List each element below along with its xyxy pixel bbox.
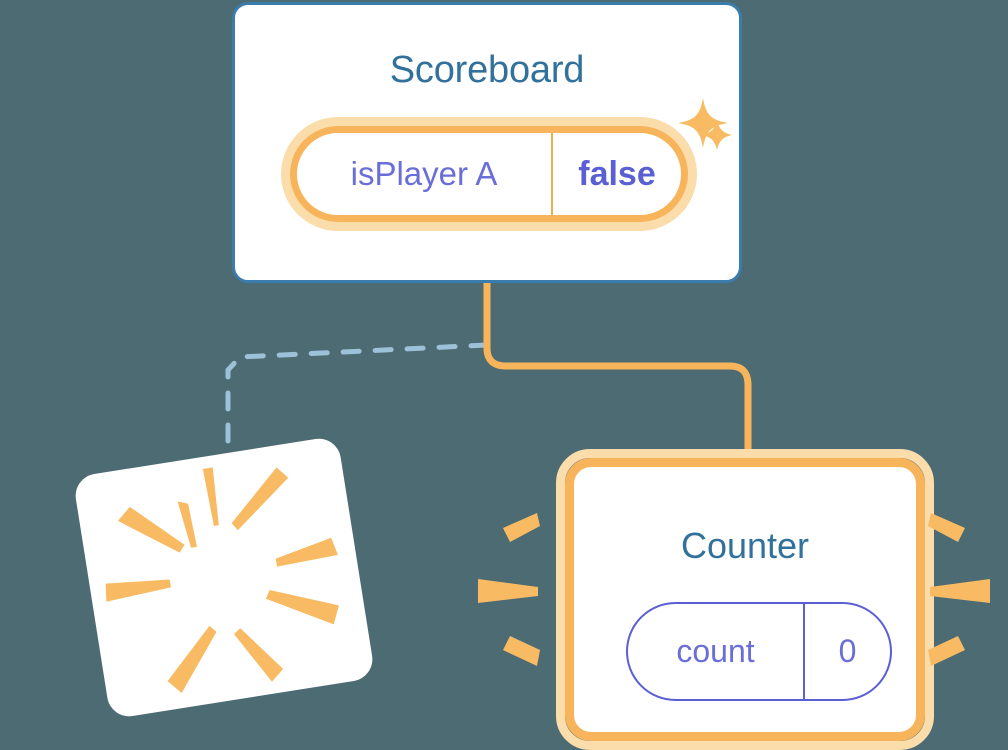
scoreboard-title: Scoreboard xyxy=(389,49,585,91)
ray-left-top xyxy=(503,513,540,542)
ray-left-middle xyxy=(478,579,538,603)
scoreboard-state-key: isPlayer A xyxy=(297,133,553,215)
counter-card[interactable]: Counter count 0 xyxy=(556,449,934,750)
counter-state-key: count xyxy=(628,604,805,699)
counter-card-inner: Counter count 0 xyxy=(565,458,925,741)
scoreboard-card[interactable]: Scoreboard isPlayer A false xyxy=(232,2,742,283)
ray-left-bottom xyxy=(503,636,540,666)
ray-right-middle xyxy=(930,579,990,603)
sparkle-small-icon xyxy=(702,120,732,150)
sparkle-large-icon xyxy=(678,98,728,148)
scoreboard-state-pill[interactable]: isPlayer A false xyxy=(281,117,697,231)
counter-state-value: 0 xyxy=(838,633,857,669)
scoreboard-state-pill-inner: isPlayer A false xyxy=(290,126,688,222)
blank-card[interactable] xyxy=(72,435,376,720)
connector-scoreboard-to-counter xyxy=(483,283,752,470)
counter-state-pill[interactable]: count 0 xyxy=(626,602,892,701)
scoreboard-state-value: false xyxy=(578,154,656,193)
counter-title: Counter xyxy=(680,525,810,566)
